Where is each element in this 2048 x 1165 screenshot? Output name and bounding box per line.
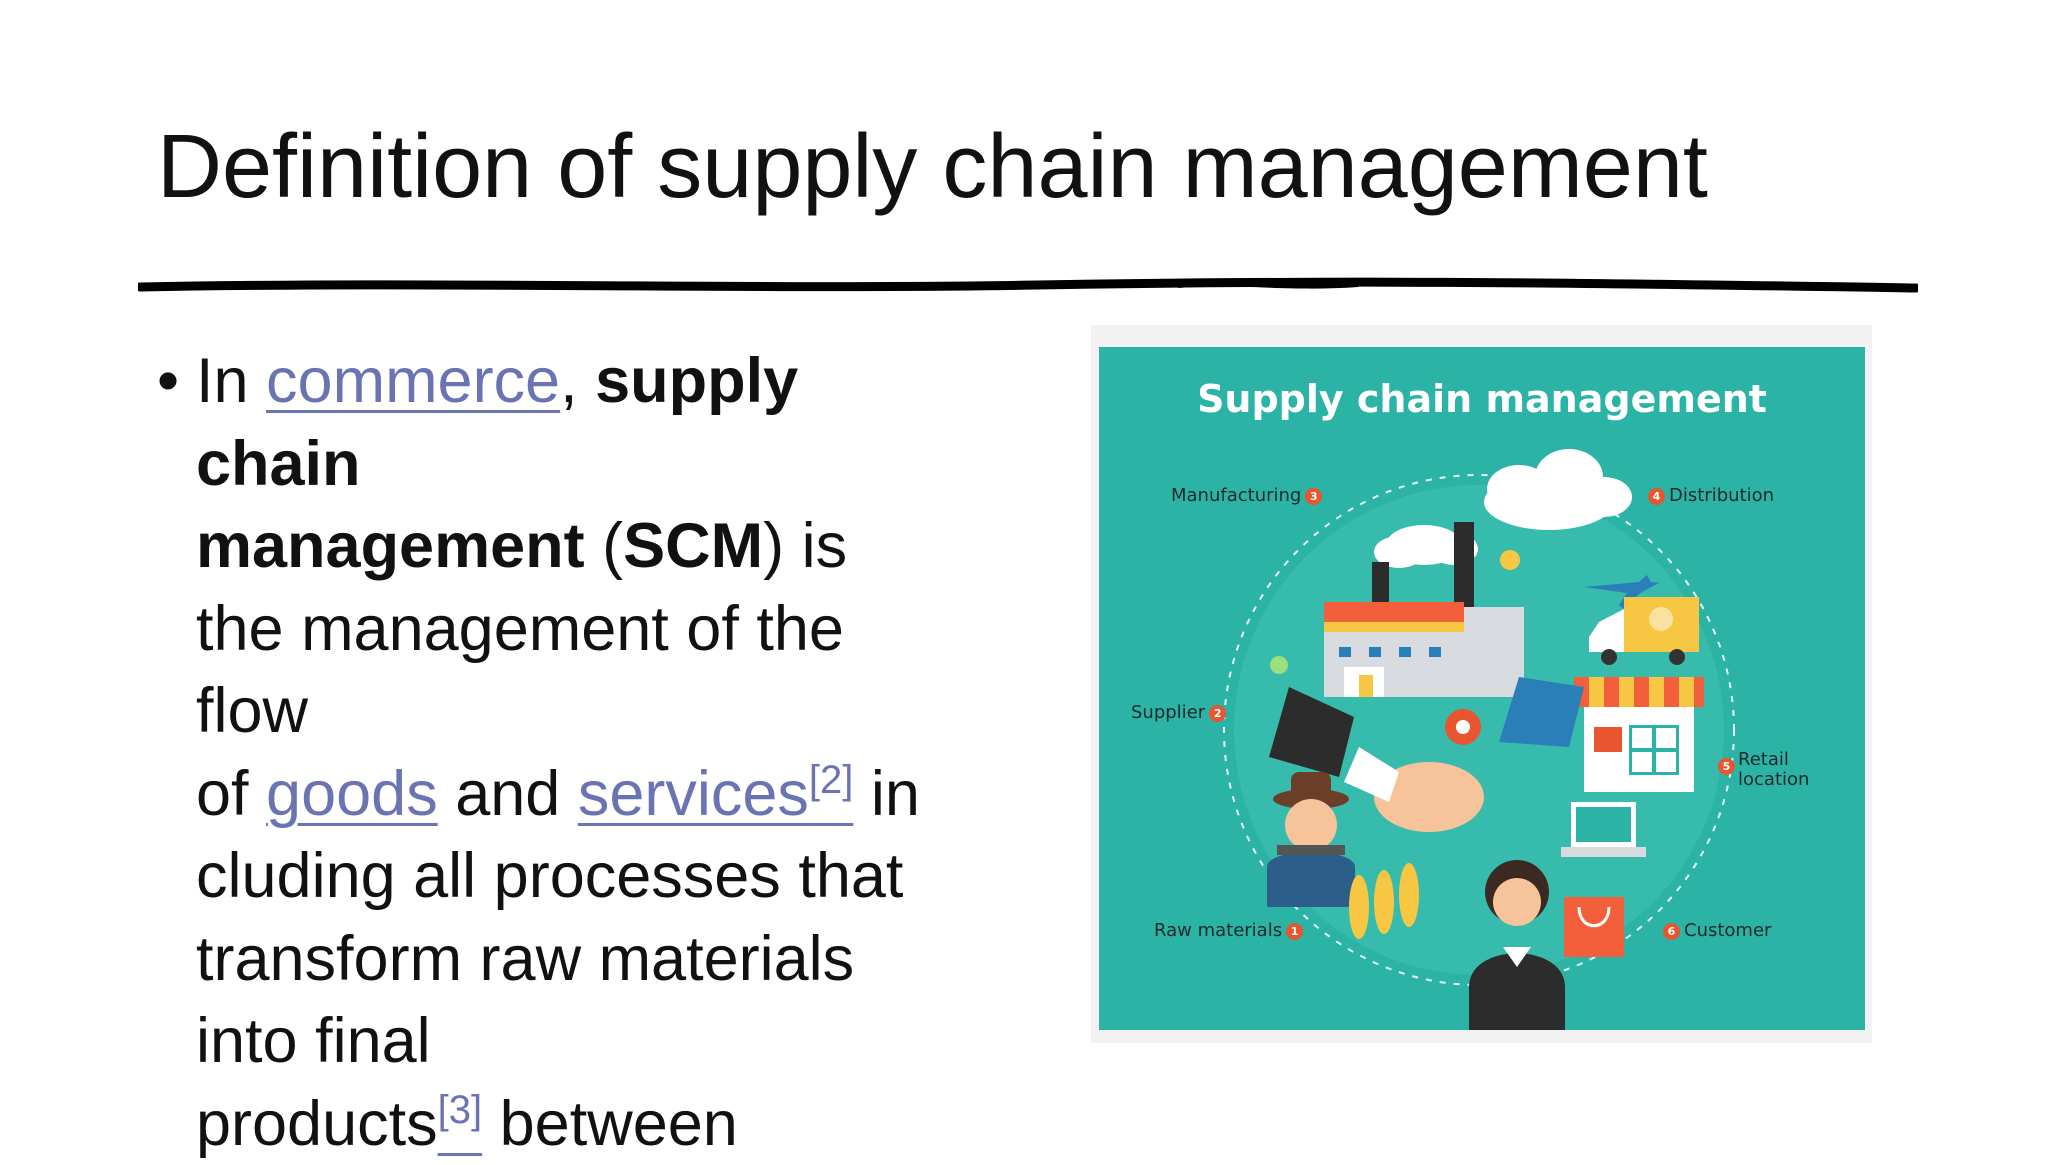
bold-chain: chain	[196, 428, 361, 499]
link-goods[interactable]: goods	[266, 758, 438, 829]
text-in-2: in	[853, 758, 920, 829]
farmer-icon	[1267, 772, 1355, 907]
link-services[interactable]: services[2]	[578, 759, 854, 829]
reference-3-label: [3]	[437, 1087, 483, 1132]
bullet-list: • In commerce, supply chain management (…	[157, 340, 1037, 1165]
text-paren: (	[584, 511, 624, 581]
text-in: In	[196, 346, 267, 416]
reference-2[interactable]: [2]	[808, 757, 854, 802]
number-4: 4	[1648, 487, 1665, 505]
number-6: 6	[1663, 922, 1680, 940]
text-line: into final	[196, 1006, 431, 1076]
wheat-icon	[1349, 863, 1419, 939]
cloud-icon	[1374, 449, 1632, 568]
number-5: 5	[1718, 758, 1735, 775]
label-retail-text: Retail	[1738, 749, 1789, 770]
bold-scm: SCM	[623, 511, 764, 581]
gear-icon	[1270, 656, 1288, 674]
label-supplier-text: Supplier	[1131, 702, 1206, 723]
text-products: products	[196, 1088, 438, 1159]
label-manufacturing-text: Manufacturing	[1171, 485, 1302, 506]
number-3: 3	[1305, 487, 1323, 505]
bullet-marker: •	[157, 346, 180, 416]
customer-icon	[1469, 860, 1565, 1030]
airplane-icon	[1584, 575, 1659, 609]
text-line: transform raw materials	[196, 923, 855, 994]
text-line: cluding all processes that	[196, 841, 904, 911]
label-customer-text: Customer	[1684, 920, 1772, 941]
infographic-title: Supply chain management	[1197, 377, 1767, 421]
label-location-text: location	[1738, 769, 1810, 790]
bold-supply: supply	[595, 346, 799, 416]
text-and: and	[437, 758, 578, 829]
slide-title: Definition of supply chain management	[157, 117, 1708, 217]
number-2: 2	[1209, 704, 1227, 722]
link-services-label: services	[577, 758, 809, 829]
store-icon	[1574, 677, 1704, 792]
factory-icon	[1324, 522, 1524, 697]
title-divider	[138, 277, 1918, 293]
gear-icon	[1500, 550, 1520, 570]
text-line: flow	[196, 676, 309, 746]
number-1: 1	[1286, 922, 1304, 940]
label-distribution-text: Distribution	[1669, 485, 1775, 506]
laptop-icon	[1561, 802, 1646, 857]
text-is: ) is	[763, 511, 848, 581]
supply-chain-infographic: Supply chain management	[1099, 347, 1865, 1030]
label-raw-materials-text: Raw materials	[1154, 920, 1283, 941]
text-of: of	[196, 758, 267, 829]
handshake-icon	[1269, 677, 1584, 832]
text-between: between	[482, 1088, 738, 1159]
infographic-illustration	[1223, 449, 1735, 1030]
bold-management: management	[196, 511, 585, 581]
text-line: the management of the	[196, 593, 844, 664]
link-commerce[interactable]: commerce	[266, 346, 561, 416]
reference-3[interactable]: [3]	[438, 1089, 482, 1159]
text-comma: ,	[560, 346, 596, 416]
bullet-item: In commerce, supply chain management (SC…	[196, 340, 1037, 1165]
truck-icon	[1589, 597, 1699, 665]
